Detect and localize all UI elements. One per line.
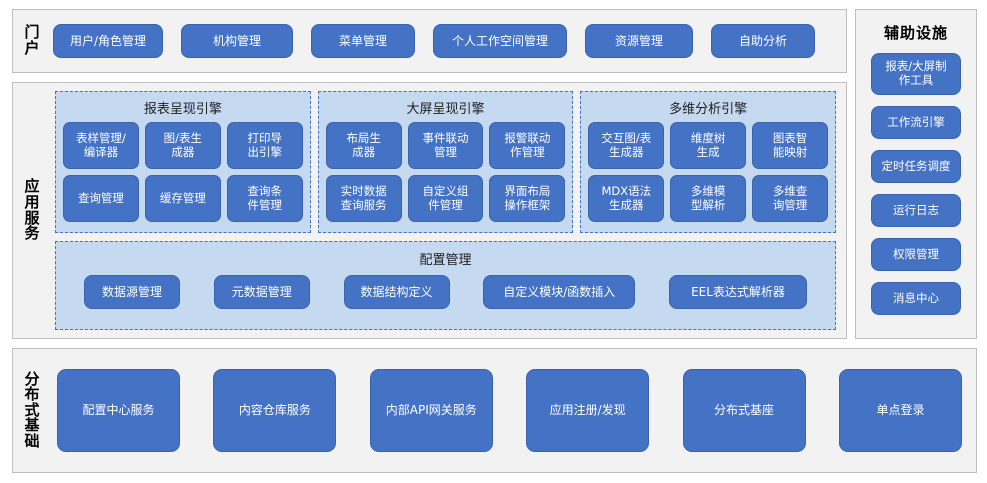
engines-row: 报表呈现引擎 表样管理/ 编译器 图/表生 成器 打印导 出引擎 查询管理 缓存…	[55, 91, 837, 233]
application-services-section-label: 应用服务	[13, 83, 51, 338]
dist-item-content-repository-service[interactable]: 内容仓库服务	[213, 369, 337, 452]
olap-item-interactive-chart-table-generator[interactable]: 交互图/表 生成器	[588, 122, 665, 169]
configuration-management-title: 配置管理	[419, 253, 472, 268]
olap-item-chart-intelligent-mapping[interactable]: 图表智 能映射	[752, 122, 829, 169]
configuration-management-panel: 配置管理 数据源管理 元数据管理 数据结构定义 自定义模块/函数插入 EEL表达…	[55, 241, 836, 330]
dashboard-rendering-engine-grid: 布局生 成器 事件联动 管理 报警联动 作管理 实时数据 查询服务 自定义组 件…	[325, 122, 566, 222]
olap-item-multidimensional-model-parsing[interactable]: 多维模 型解析	[670, 175, 747, 222]
portal-section-label-text: 门户	[24, 23, 40, 57]
aux-item-permission-management[interactable]: 权限管理	[871, 238, 961, 271]
dist-item-internal-api-gateway-service[interactable]: 内部API网关服务	[369, 369, 493, 452]
report-item-query-management[interactable]: 查询管理	[63, 175, 139, 222]
config-item-datasource-management[interactable]: 数据源管理	[84, 275, 180, 309]
dist-item-application-registration-discovery[interactable]: 应用注册/发现	[526, 369, 650, 452]
auxiliary-facilities-title: 辅助设施	[883, 24, 948, 42]
application-services-body: 报表呈现引擎 表样管理/ 编译器 图/表生 成器 打印导 出引擎 查询管理 缓存…	[51, 83, 846, 338]
portal-item-resource-management[interactable]: 资源管理	[585, 24, 693, 58]
config-item-data-structure-definition[interactable]: 数据结构定义	[343, 275, 450, 309]
report-rendering-engine-panel: 报表呈现引擎 表样管理/ 编译器 图/表生 成器 打印导 出引擎 查询管理 缓存…	[55, 91, 311, 233]
dashboard-item-realtime-data-query-service[interactable]: 实时数据 查询服务	[325, 175, 402, 222]
report-item-template-management-compiler[interactable]: 表样管理/ 编译器	[63, 122, 139, 169]
dashboard-item-custom-component-management[interactable]: 自定义组 件管理	[407, 175, 484, 222]
report-item-cache-management[interactable]: 缓存管理	[144, 175, 221, 222]
report-rendering-engine-title: 报表呈现引擎	[143, 102, 222, 117]
report-item-chart-table-generator[interactable]: 图/表生 成器	[144, 122, 221, 169]
dashboard-rendering-engine-panel: 大屏呈现引擎 布局生 成器 事件联动 管理 报警联动 作管理 实时数据 查询服务…	[317, 91, 574, 233]
auxiliary-facilities-section: 辅助设施 报表/大屏制 作工具 工作流引擎 定时任务调度 运行日志 权限管理 消…	[855, 9, 977, 339]
config-item-eel-expression-parser[interactable]: EEL表达式解析器	[669, 275, 807, 309]
aux-item-scheduled-task-scheduling[interactable]: 定时任务调度	[871, 150, 961, 183]
portal-item-self-service-analysis[interactable]: 自助分析	[711, 24, 815, 58]
report-rendering-engine-grid: 表样管理/ 编译器 图/表生 成器 打印导 出引擎 查询管理 缓存管理 查询条 …	[63, 122, 303, 222]
portal-section-label: 门户	[13, 10, 51, 72]
configuration-management-row: 数据源管理 元数据管理 数据结构定义 自定义模块/函数插入 EEL表达式解析器	[66, 275, 825, 309]
olap-item-mdx-syntax-generator[interactable]: MDX语法 生成器	[588, 175, 665, 222]
multidimensional-analysis-engine-title: 多维分析引擎	[669, 102, 748, 117]
distributed-foundation-section-label-text: 分布式基础	[24, 369, 40, 450]
dashboard-rendering-engine-title: 大屏呈现引擎	[406, 102, 485, 117]
olap-item-dimension-tree-generation[interactable]: 维度树 生成	[670, 122, 747, 169]
report-item-print-export-engine[interactable]: 打印导 出引擎	[226, 122, 303, 169]
dashboard-item-alarm-linkage-action-management[interactable]: 报警联动 作管理	[489, 122, 566, 169]
application-services-section: 应用服务 报表呈现引擎 表样管理/ 编译器 图/表生 成器 打印导 出引擎 查询…	[12, 82, 847, 339]
dist-item-config-center-service[interactable]: 配置中心服务	[57, 369, 180, 452]
distributed-foundation-row: 配置中心服务 内容仓库服务 内部API网关服务 应用注册/发现 分布式基座 单点…	[51, 349, 976, 472]
olap-item-multidimensional-query-management[interactable]: 多维查 询管理	[752, 175, 829, 222]
portal-item-organization-management[interactable]: 机构管理	[181, 24, 293, 58]
portal-item-menu-management[interactable]: 菜单管理	[311, 24, 415, 58]
dashboard-item-layout-generator[interactable]: 布局生 成器	[325, 122, 402, 169]
distributed-foundation-section: 分布式基础 配置中心服务 内容仓库服务 内部API网关服务 应用注册/发现 分布…	[12, 348, 977, 473]
aux-item-runtime-log[interactable]: 运行日志	[871, 194, 961, 227]
report-item-query-condition-management[interactable]: 查询条 件管理	[226, 175, 303, 222]
config-item-metadata-management[interactable]: 元数据管理	[213, 275, 310, 309]
multidimensional-analysis-engine-grid: 交互图/表 生成器 维度树 生成 图表智 能映射 MDX语法 生成器 多维模 型…	[588, 122, 829, 222]
aux-item-message-center[interactable]: 消息中心	[871, 282, 961, 315]
portal-button-row: 用户/角色管理 机构管理 菜单管理 个人工作空间管理 资源管理 自助分析	[51, 10, 846, 72]
portal-item-user-role-management[interactable]: 用户/角色管理	[53, 24, 163, 58]
dist-item-distributed-base[interactable]: 分布式基座	[682, 369, 806, 452]
dashboard-item-event-linkage-management[interactable]: 事件联动 管理	[407, 122, 484, 169]
portal-item-personal-workspace-management[interactable]: 个人工作空间管理	[433, 24, 567, 58]
dist-item-single-sign-on[interactable]: 单点登录	[838, 369, 962, 452]
distributed-foundation-section-label: 分布式基础	[13, 349, 51, 472]
dashboard-item-ui-layout-operation-framework[interactable]: 界面布局 操作框架	[489, 175, 566, 222]
auxiliary-facilities-list: 报表/大屏制 作工具 工作流引擎 定时任务调度 运行日志 权限管理 消息中心	[856, 53, 976, 315]
aux-item-workflow-engine[interactable]: 工作流引擎	[871, 106, 961, 139]
aux-item-report-dashboard-authoring-tool[interactable]: 报表/大屏制 作工具	[871, 53, 961, 95]
config-item-custom-module-function-insertion[interactable]: 自定义模块/函数插入	[483, 275, 636, 309]
application-services-section-label-text: 应用服务	[24, 177, 40, 243]
portal-section: 门户 用户/角色管理 机构管理 菜单管理 个人工作空间管理 资源管理 自助分析	[12, 9, 847, 73]
multidimensional-analysis-engine-panel: 多维分析引擎 交互图/表 生成器 维度树 生成 图表智 能映射 MDX语法 生成…	[580, 91, 837, 233]
